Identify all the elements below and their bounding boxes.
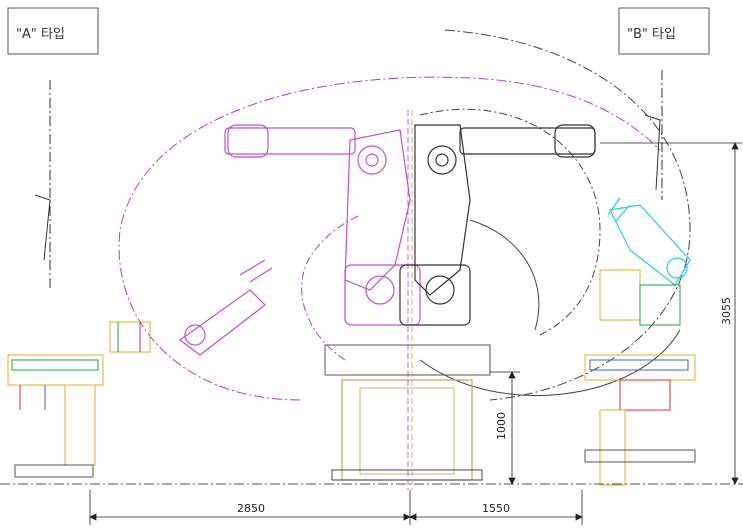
robot-pose-a — [178, 124, 421, 356]
dimension-base-height: 1000 — [495, 412, 508, 440]
robot-pose-b — [399, 124, 596, 326]
base-arc-b — [469, 219, 540, 331]
approach-arrow-b — [644, 70, 663, 200]
dimension-vertical-base — [490, 371, 520, 485]
type-a-label-box: "A" 타입 — [7, 7, 99, 55]
reach-envelope-b — [444, 29, 691, 401]
dimension-total-height: 3055 — [720, 297, 733, 325]
inner-envelope-a — [301, 214, 361, 361]
dimension-left-width: 2850 — [237, 502, 265, 515]
station-a — [7, 354, 104, 478]
outer-arc-b — [419, 329, 681, 396]
robot-pedestal — [324, 110, 491, 490]
inner-envelope-b — [419, 108, 601, 336]
dimension-horizontal — [89, 490, 583, 525]
type-b-label: "B" 타입 — [627, 27, 676, 42]
type-a-label: "A" 타입 — [16, 27, 65, 42]
type-b-label-box: "B" 타입 — [618, 7, 710, 55]
approach-arrow-a — [34, 80, 51, 290]
robot-pose-b-tool — [607, 197, 691, 286]
gripper-fixture-a — [109, 321, 151, 353]
dimension-right-width: 1550 — [482, 502, 510, 515]
dimension-vertical-total — [600, 142, 742, 485]
station-b — [584, 269, 696, 486]
